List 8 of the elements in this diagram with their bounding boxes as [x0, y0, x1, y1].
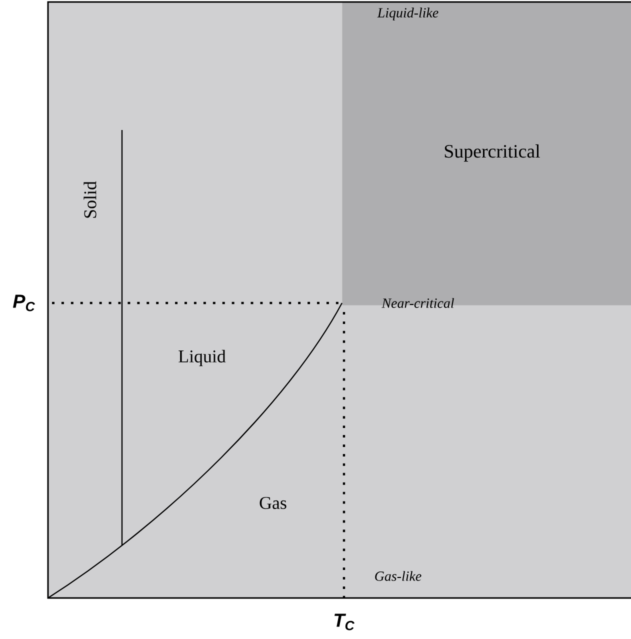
- region-label: Near-critical: [382, 298, 454, 308]
- region-label: Liquid-like: [377, 8, 438, 20]
- region-label: Gas: [260, 496, 286, 510]
- axis-label: P$_{C}$: [12, 294, 35, 312]
- region-label: Gas-like: [375, 571, 422, 581]
- axis-label: T$_{C}$: [334, 614, 354, 630]
- region-label: Liquid: [178, 350, 226, 366]
- region-label: Solid: [84, 181, 96, 218]
